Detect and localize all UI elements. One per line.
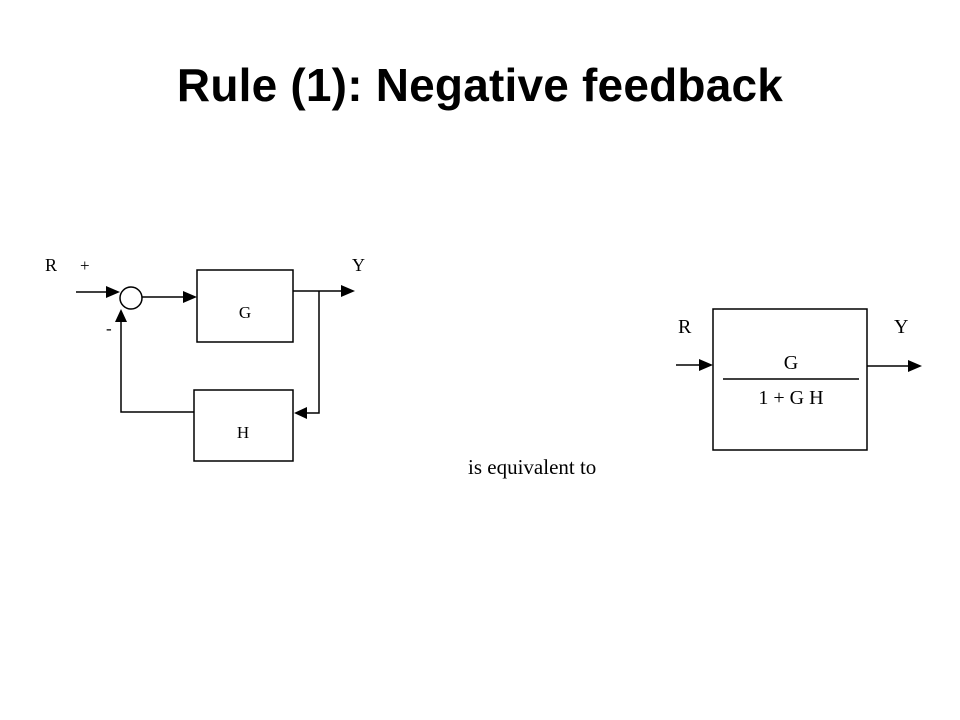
forward-block-g-label: G (239, 303, 251, 322)
transfer-numerator: G (784, 352, 798, 374)
right-output-label: Y (894, 316, 908, 338)
equivalent-block-diagram: R Y G 1 + G H (676, 308, 922, 451)
feedback-pickoff-line (304, 291, 320, 414)
forward-block-g (196, 269, 294, 343)
left-output-label: Y (352, 255, 365, 275)
slide-title: Rule (1): Negative feedback (176, 59, 784, 111)
right-input-label: R (678, 316, 692, 338)
junction-to-g-arrowhead (183, 291, 197, 303)
equivalence-text: is equivalent to (468, 455, 596, 479)
transfer-denominator: 1 + G H (758, 387, 823, 409)
right-output-arrowhead (908, 360, 922, 372)
pickoff-to-h-arrowhead (294, 407, 307, 419)
right-input-arrowhead (699, 359, 713, 371)
summing-junction (119, 286, 143, 310)
feedback-loop-diagram: R + - Y G H (45, 255, 365, 462)
input-arrowhead (106, 286, 120, 298)
summing-minus-sign: - (106, 319, 112, 338)
left-input-label: R (45, 255, 57, 275)
feedback-block-h (193, 389, 294, 462)
summing-plus-sign: + (80, 256, 90, 275)
feedback-return-line (120, 320, 194, 413)
feedback-block-h-label: H (237, 423, 249, 442)
output-arrowhead (341, 285, 355, 297)
feedback-return-arrowhead (115, 309, 127, 322)
